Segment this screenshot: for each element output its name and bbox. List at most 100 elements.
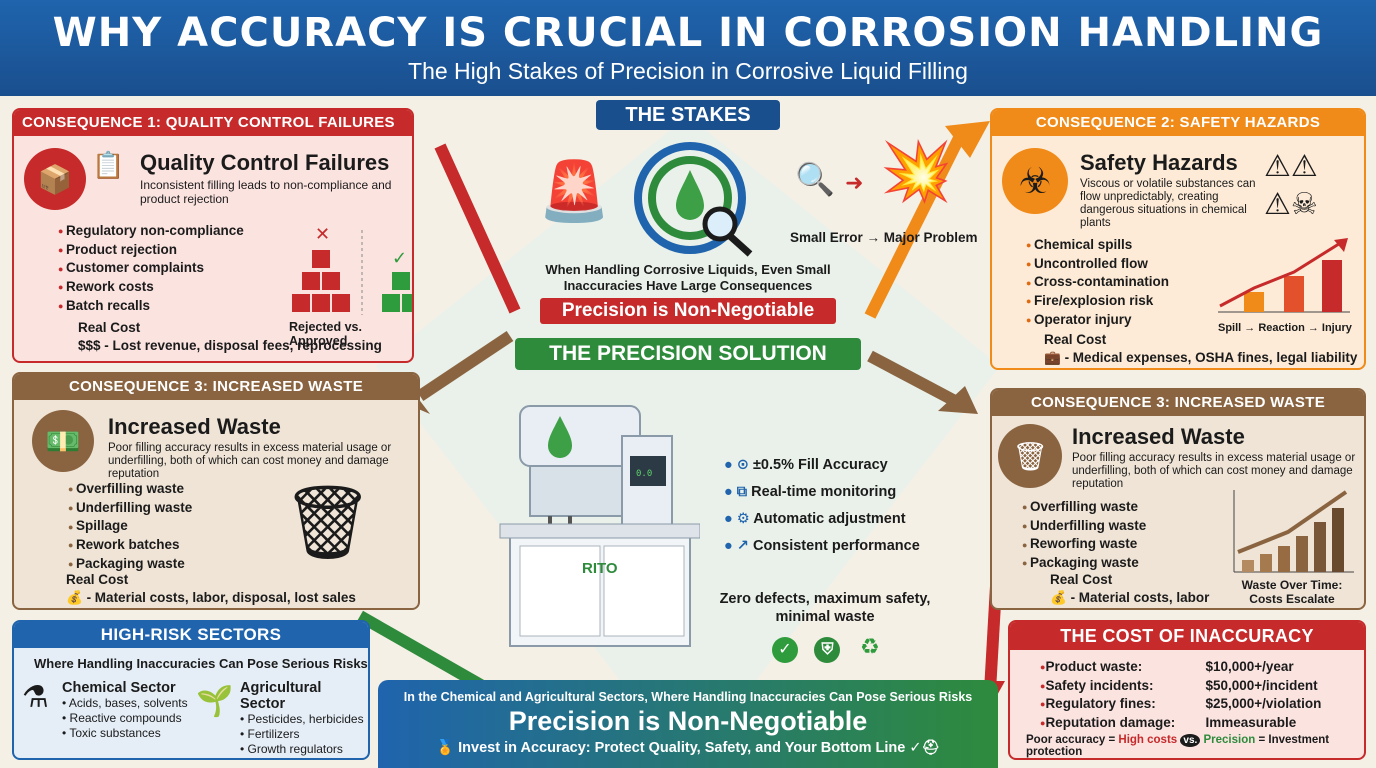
rejected-approved-figure: ✕ ✓: [292, 224, 412, 315]
solution-summary: Zero defects, maximum safety, minimal wa…: [719, 591, 931, 625]
gear-icon: ● ⚙: [724, 511, 754, 527]
safety-item: Chemical spills: [1026, 236, 1196, 255]
waste-left-desc: Poor filling accuracy results in excess …: [108, 442, 392, 480]
warning-signs-icon: ⚠⚠⚠☠: [1264, 150, 1318, 221]
trash-waste-icon: 🗑: [998, 424, 1062, 488]
waste-right-real-cost-text: - Material costs, labor: [1070, 590, 1210, 605]
qc-item: Customer complaints: [58, 259, 278, 278]
cost-row: Regulatory fines:$25,000+/violation: [1040, 695, 1360, 714]
bottom-banner: In the Chemical and Agricultural Sectors…: [378, 680, 998, 768]
qc-item: Regulatory non-compliance: [58, 222, 278, 241]
cost-row: Safety incidents:$50,000+/incident: [1040, 677, 1360, 696]
cost-row: Product waste:$10,000+/year: [1040, 658, 1360, 677]
cost-row: Reputation damage:Immeasurable: [1040, 714, 1360, 733]
chemical-item: • Toxic substances: [62, 726, 161, 740]
gauge-icon: ● ⊙: [724, 457, 753, 473]
waste-left-title: Increased Waste: [108, 414, 281, 439]
qc-item: Batch recalls: [58, 297, 278, 316]
agricultural-item: • Fertilizers: [240, 727, 300, 741]
chemical-item: • Acids, bases, solvents: [62, 696, 188, 710]
bottom-headline: Precision is Non-Negotiable: [508, 706, 868, 736]
trend-up-icon: ● ↗: [724, 538, 753, 554]
monitor-icon: ● ⧉: [724, 484, 752, 500]
bottom-tagline: 🏅 Invest in Accuracy: Protect Quality, S…: [436, 740, 940, 756]
chemical-sector-title: Chemical Sector: [62, 680, 176, 696]
cost-panel: THE COST OF INACCURACY Product waste:$10…: [1008, 620, 1366, 760]
shield-icon: ⛨: [814, 637, 841, 663]
waste-right-bar: CONSEQUENCE 3: INCREASED WASTE: [992, 390, 1364, 416]
qc-real-cost-label: Real Cost: [78, 320, 141, 335]
qc-figure-caption: Rejected vs. Approved: [289, 320, 362, 348]
safety-panel: CONSEQUENCE 2: SAFETY HAZARDS ☣ Safety H…: [990, 108, 1366, 370]
trash-can-icon: 🗑: [282, 483, 374, 563]
money-stack-icon: 💵: [32, 410, 94, 472]
cost-footer: Poor accuracy = High costs vs. Precision…: [1026, 734, 1330, 758]
safety-chart-caption: Spill → Reaction → Injury: [1218, 322, 1352, 334]
waste-left-item: Underfilling waste: [68, 499, 268, 518]
qc-item: Product rejection: [58, 241, 278, 260]
explosion-icon: 💥: [880, 139, 953, 204]
bottom-top-text: In the Chemical and Agricultural Sectors…: [403, 690, 973, 704]
agricultural-item: • Pesticides, herbicides: [240, 712, 364, 726]
waste-left-item: Rework batches: [68, 536, 268, 555]
waste-left-bar: CONSEQUENCE 3: INCREASED WASTE: [14, 374, 418, 400]
waste-left-item: Overfilling waste: [68, 480, 268, 499]
small-error-caption: Small Error → Major Problem: [790, 230, 978, 245]
clipboard-icon: 📋: [92, 150, 125, 180]
solution-feature: ● ⊙ ±0.5% Fill Accuracy: [724, 457, 888, 473]
money-bag-icon: 💰: [66, 590, 87, 605]
waste-left-panel: CONSEQUENCE 3: INCREASED WASTE 💵 Increas…: [12, 372, 420, 610]
waste-right-panel: CONSEQUENCE 3: INCREASED WASTE 🗑 Increas…: [990, 388, 1366, 610]
stakes-bar: THE STAKES: [596, 100, 780, 130]
waste-left-item: Packaging waste: [68, 555, 268, 574]
machine-brand: RITO: [582, 560, 618, 577]
cost-bar: THE COST OF INACCURACY: [1010, 622, 1364, 650]
sectors-bar: HIGH-RISK SECTORS: [14, 622, 368, 648]
stakes-desc: When Handling Corrosive Liquids, Even Sm…: [545, 262, 831, 293]
qc-item: Rework costs: [58, 278, 278, 297]
qc-bar: CONSEQUENCE 1: QUALITY CONTROL FAILURES: [14, 110, 412, 136]
biohazard-icon: ☣: [1002, 148, 1068, 214]
background-arrows: [357, 116, 1006, 768]
waste-right-desc: Poor filling accuracy results in excess …: [1072, 452, 1356, 490]
svg-text:✓: ✓: [392, 248, 407, 269]
qc-panel: CONSEQUENCE 1: QUALITY CONTROL FAILURES …: [12, 108, 414, 363]
waste-left-real-cost-text: - Material costs, labor, disposal, lost …: [86, 590, 356, 605]
waste-left-real-cost: 💰 - Material costs, labor, disposal, los…: [66, 590, 356, 606]
stakes-banner: Precision is Non-Negotiable: [540, 298, 836, 324]
waste-growth-chart: [1233, 490, 1354, 573]
safety-item: Uncontrolled flow: [1026, 255, 1196, 274]
solution-feature: ● ⧉ Real-time monitoring: [724, 484, 897, 500]
safety-title: Safety Hazards: [1080, 150, 1238, 175]
waste-right-item: Packaging waste: [1022, 554, 1212, 573]
arrow-right-icon: ➜: [845, 170, 864, 195]
safety-real-cost: 💼 - Medical expenses, OSHA fines, legal …: [1044, 350, 1357, 366]
sectors-panel: HIGH-RISK SECTORS Where Handling Inaccur…: [12, 620, 370, 760]
waste-right-item: Underfilling waste: [1022, 517, 1212, 536]
waste-left-real-cost-label: Real Cost: [66, 572, 129, 587]
safety-bar: CONSEQUENCE 2: SAFETY HAZARDS: [992, 110, 1364, 136]
waste-right-title: Increased Waste: [1072, 424, 1245, 449]
safety-real-cost-label: Real Cost: [1044, 332, 1107, 347]
page-subtitle: The High Stakes of Precision in Corrosiv…: [408, 58, 968, 84]
agricultural-sector-title: Agricultural Sector: [240, 680, 322, 712]
header: WHY ACCURACY IS CRUCIAL IN CORROSION HAN…: [0, 0, 1376, 96]
waste-left-item: Spillage: [68, 517, 268, 536]
solution-badges: ✓ ⛨ ♻: [766, 634, 889, 663]
solution-bar: THE PRECISION SOLUTION: [515, 338, 861, 370]
qc-desc: Inconsistent filling leads to non-compli…: [140, 178, 392, 206]
safety-item: Cross-contamination: [1026, 273, 1196, 292]
waste-right-real-cost: 💰 - Material costs, labor: [1050, 590, 1209, 606]
safety-real-cost-text: - Medical expenses, OSHA fines, legal li…: [1064, 350, 1358, 365]
money-bag-icon: 💰: [1050, 590, 1071, 605]
filling-machine-illustration: 0.0: [499, 405, 700, 647]
waste-right-real-cost-label: Real Cost: [1050, 572, 1113, 587]
solution-feature: ● ⚙ Automatic adjustment: [724, 511, 906, 527]
briefcase-icon: 💼: [1044, 350, 1065, 365]
target-drop-icon: [634, 142, 753, 257]
page-title: WHY ACCURACY IS CRUCIAL IN CORROSION HAN…: [52, 10, 1324, 56]
svg-text:✕: ✕: [315, 224, 330, 245]
safety-desc: Viscous or volatile substances can flow …: [1080, 178, 1256, 229]
qc-real-cost: $$$ - Lost revenue, disposal fees, repro…: [78, 338, 382, 353]
safety-icons: ✓⛑: [905, 740, 940, 756]
